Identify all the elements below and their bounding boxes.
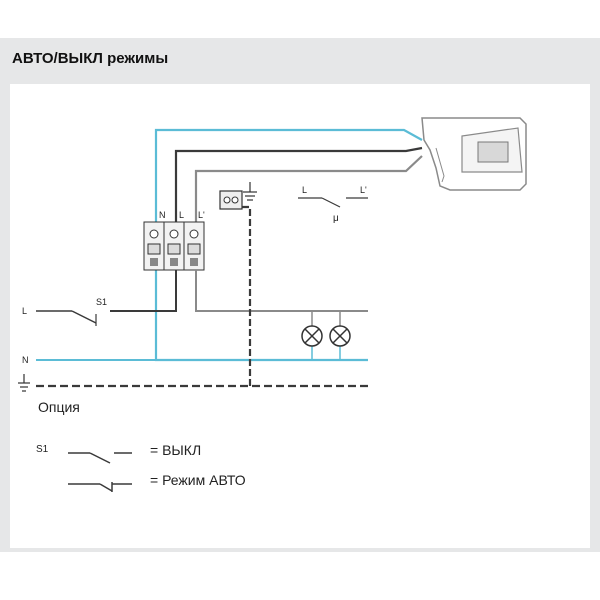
- mode-l-label: L: [302, 185, 307, 195]
- lamps: [301, 311, 351, 360]
- page-title: АВТО/ВЫКЛ режимы: [12, 50, 169, 67]
- load-wire-bottom: [195, 270, 368, 312]
- load-wire-top: [194, 155, 423, 222]
- legend-switch-auto: [99, 483, 113, 492]
- legend-switch-off: [89, 452, 111, 464]
- earth-icon-top: [243, 182, 257, 201]
- s1-switch: [71, 310, 97, 324]
- mode-lprime-label: L': [360, 185, 367, 195]
- terminal-block: [143, 221, 205, 271]
- earth-icon-bottom: [18, 374, 30, 392]
- legend-off-text: = ВЫКЛ: [150, 442, 201, 458]
- terminal-l-label: L: [179, 210, 184, 220]
- line-s1-label: S1: [96, 297, 107, 307]
- legend-auto-text: = Режим АВТО: [150, 472, 246, 488]
- mode-switch: [321, 197, 341, 208]
- line-n-label: N: [22, 355, 29, 365]
- live-wire-top: [174, 146, 423, 222]
- terminal-lprime-label: L': [198, 210, 205, 220]
- live-wire-bottom: [110, 270, 177, 312]
- mode-mu-label: μ: [333, 213, 339, 224]
- motion-sensor: [421, 117, 527, 191]
- legend-s1-label: S1: [36, 444, 49, 455]
- lamp-icon: [329, 325, 351, 347]
- earth-terminal: [219, 190, 243, 210]
- line-l-label: L: [22, 306, 27, 316]
- option-label: Опция: [38, 399, 80, 415]
- lamp-icon: [301, 325, 323, 347]
- neutral-wire-top: [154, 128, 423, 362]
- earth-wire: [242, 205, 252, 386]
- terminal-n-label: N: [159, 210, 166, 220]
